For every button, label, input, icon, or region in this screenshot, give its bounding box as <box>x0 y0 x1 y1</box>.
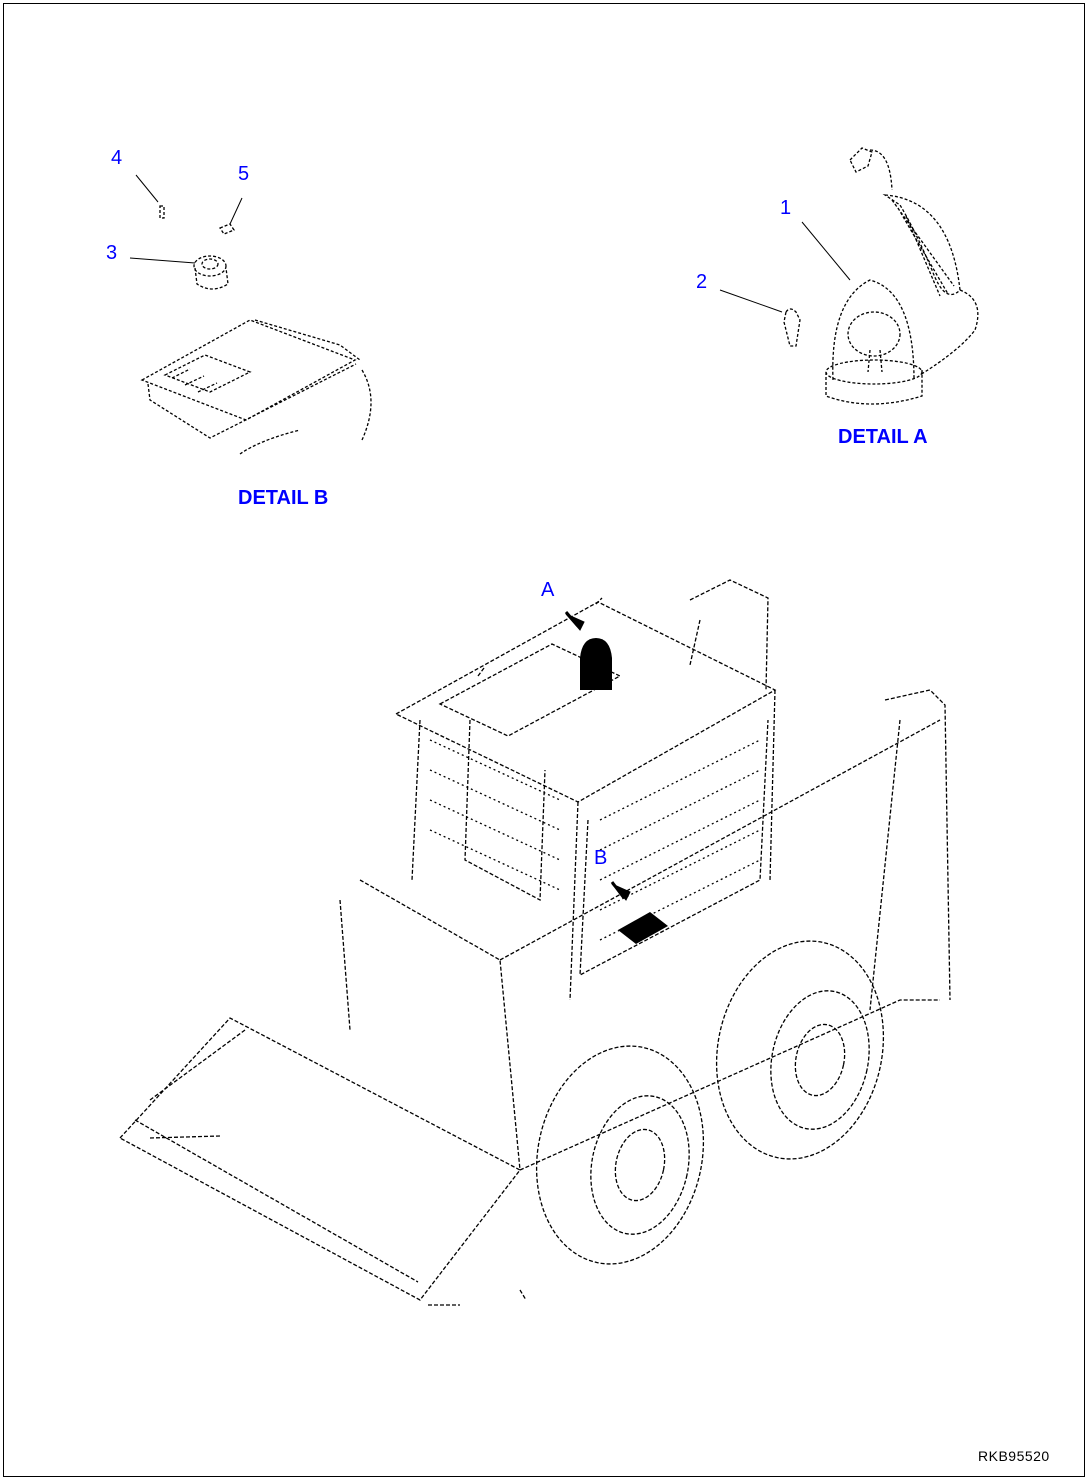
cab-body <box>411 689 776 1001</box>
part-3-switch <box>193 255 229 290</box>
switch-panel <box>140 319 372 455</box>
leader-lines <box>129 174 851 313</box>
callout-1: 1 <box>780 197 792 219</box>
detail-a-title: DETAIL A <box>838 426 928 448</box>
part-5-clip <box>219 223 235 235</box>
boom-arm <box>689 579 769 691</box>
part-1-beacon <box>825 147 979 405</box>
cab-mesh <box>429 739 761 941</box>
rear-wheel <box>715 940 885 1160</box>
part-2-bulb <box>783 308 801 347</box>
drawing-frame <box>3 3 1085 1477</box>
callout-2: 2 <box>696 271 708 293</box>
marker-a-shape <box>564 611 612 690</box>
loader-frame <box>339 879 521 1171</box>
marker-a-label: A <box>541 579 555 601</box>
callout-4: 4 <box>111 147 123 169</box>
drawing-code: RKB95520 <box>978 1448 1050 1464</box>
marker-b-label: B <box>594 847 608 869</box>
marker-b-shape <box>610 881 668 944</box>
detail-b-drawing <box>140 205 372 455</box>
skid-steer-loader <box>118 579 951 1306</box>
cab-roof <box>394 601 777 803</box>
part-4-screw <box>159 205 165 219</box>
callout-3: 3 <box>106 242 118 264</box>
callout-5: 5 <box>238 163 250 185</box>
bucket <box>118 1017 521 1301</box>
detail-a-drawing <box>783 147 979 405</box>
front-wheel <box>535 1045 705 1265</box>
detail-b-title: DETAIL B <box>238 487 329 509</box>
